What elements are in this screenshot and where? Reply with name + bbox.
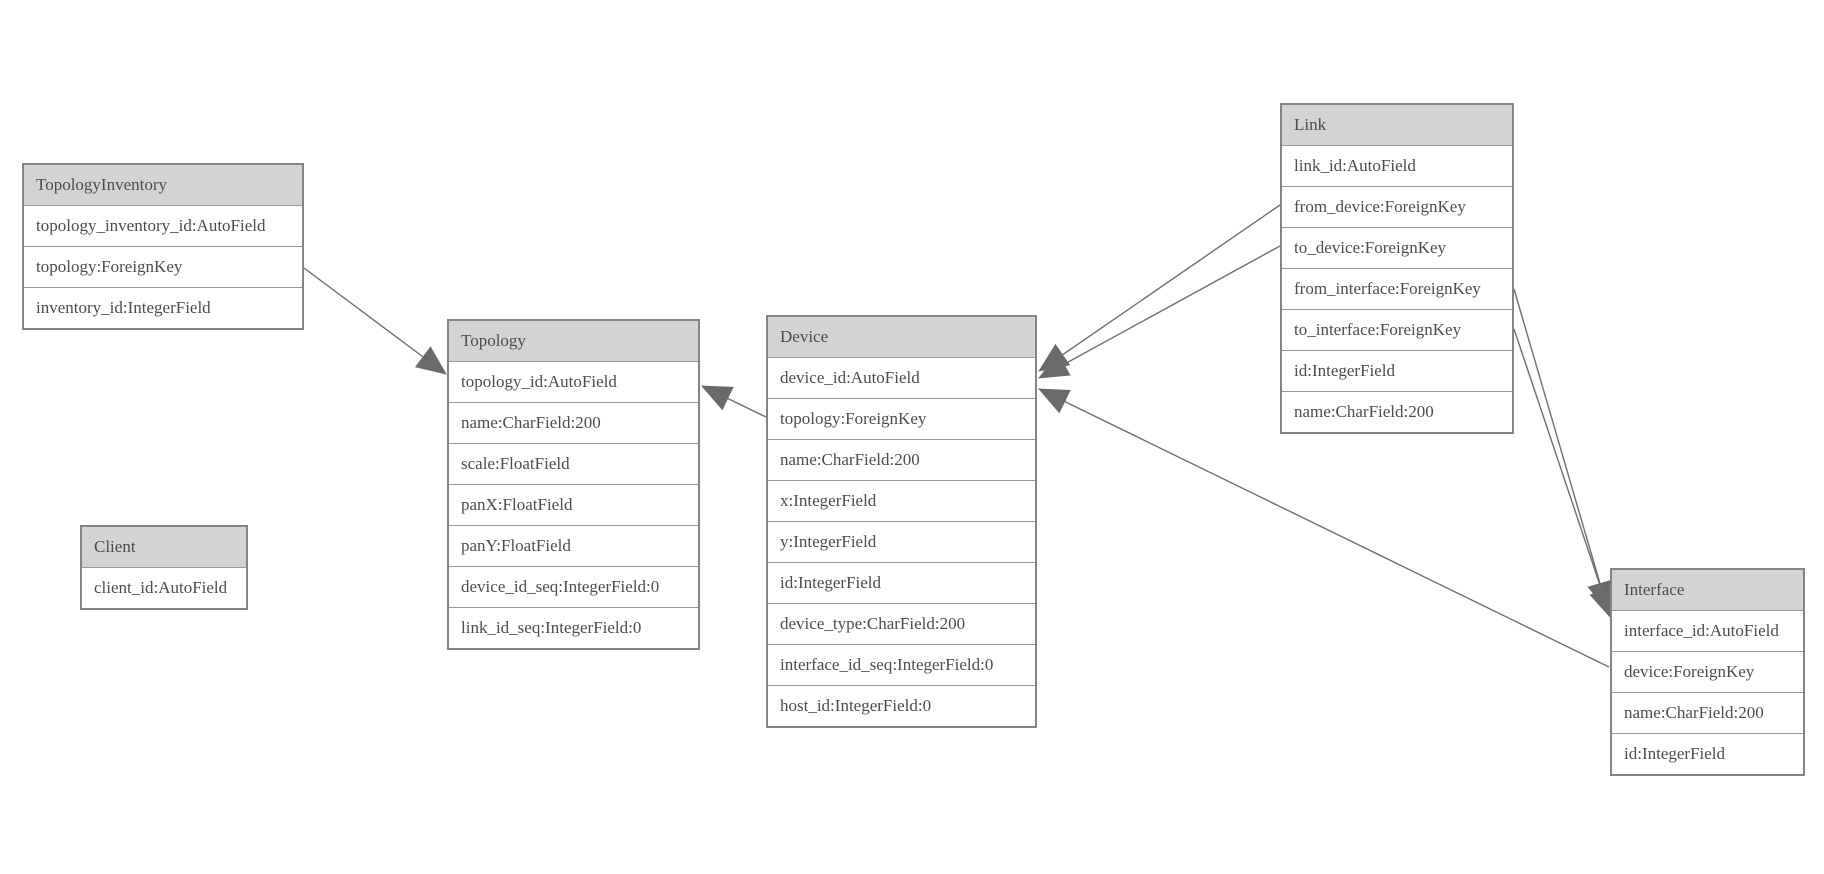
field-row: host_id:IntegerField:0 <box>768 685 1035 726</box>
entity-header: Device <box>768 317 1035 357</box>
entity-header: Link <box>1282 105 1512 145</box>
field-row: interface_id:AutoField <box>1612 610 1803 651</box>
field-row: topology_id:AutoField <box>449 361 698 402</box>
field-row: link_id:AutoField <box>1282 145 1512 186</box>
field-row: from_device:ForeignKey <box>1282 186 1512 227</box>
field-row: topology:ForeignKey <box>24 246 302 287</box>
field-row: from_interface:ForeignKey <box>1282 268 1512 309</box>
field-row: panY:FloatField <box>449 525 698 566</box>
edge-link-todevice-device <box>1038 245 1281 379</box>
entity-topology[interactable]: Topology topology_id:AutoField name:Char… <box>447 319 700 650</box>
field-row: x:IntegerField <box>768 480 1035 521</box>
field-row: device_id_seq:IntegerField:0 <box>449 566 698 607</box>
field-row: topology:ForeignKey <box>768 398 1035 439</box>
field-row: id:IntegerField <box>1282 350 1512 391</box>
field-row: client_id:AutoField <box>82 567 246 608</box>
field-row: device_type:CharField:200 <box>768 603 1035 644</box>
edge-link-tointerface-interface <box>1513 328 1615 619</box>
field-row: link_id_seq:IntegerField:0 <box>449 607 698 648</box>
field-row: inventory_id:IntegerField <box>24 287 302 328</box>
field-row: interface_id_seq:IntegerField:0 <box>768 644 1035 685</box>
field-row: device:ForeignKey <box>1612 651 1803 692</box>
field-row: to_device:ForeignKey <box>1282 227 1512 268</box>
entity-client[interactable]: Client client_id:AutoField <box>80 525 248 610</box>
edge-interface-device-device <box>1038 388 1610 668</box>
field-row: name:CharField:200 <box>1282 391 1512 432</box>
edge-topologyinventory-topology <box>303 267 447 375</box>
field-row: scale:FloatField <box>449 443 698 484</box>
entity-device[interactable]: Device device_id:AutoField topology:Fore… <box>766 315 1037 728</box>
field-row: name:CharField:200 <box>1612 692 1803 733</box>
field-row: device_id:AutoField <box>768 357 1035 398</box>
entity-header: TopologyInventory <box>24 165 302 205</box>
entity-header: Client <box>82 527 246 567</box>
field-row: panX:FloatField <box>449 484 698 525</box>
entity-header: Interface <box>1612 570 1803 610</box>
field-row: name:CharField:200 <box>768 439 1035 480</box>
field-row: y:IntegerField <box>768 521 1035 562</box>
field-row: topology_inventory_id:AutoField <box>24 205 302 246</box>
edge-link-fromdevice-device <box>1038 204 1281 372</box>
entity-interface[interactable]: Interface interface_id:AutoField device:… <box>1610 568 1805 776</box>
field-row: to_interface:ForeignKey <box>1282 309 1512 350</box>
field-row: id:IntegerField <box>1612 733 1803 774</box>
edge-link-frominterface-interface <box>1513 288 1613 612</box>
entity-link[interactable]: Link link_id:AutoField from_device:Forei… <box>1280 103 1514 434</box>
entity-topologyinventory[interactable]: TopologyInventory topology_inventory_id:… <box>22 163 304 330</box>
edge-device-topology <box>701 385 767 418</box>
field-row: id:IntegerField <box>768 562 1035 603</box>
entity-header: Topology <box>449 321 698 361</box>
field-row: name:CharField:200 <box>449 402 698 443</box>
